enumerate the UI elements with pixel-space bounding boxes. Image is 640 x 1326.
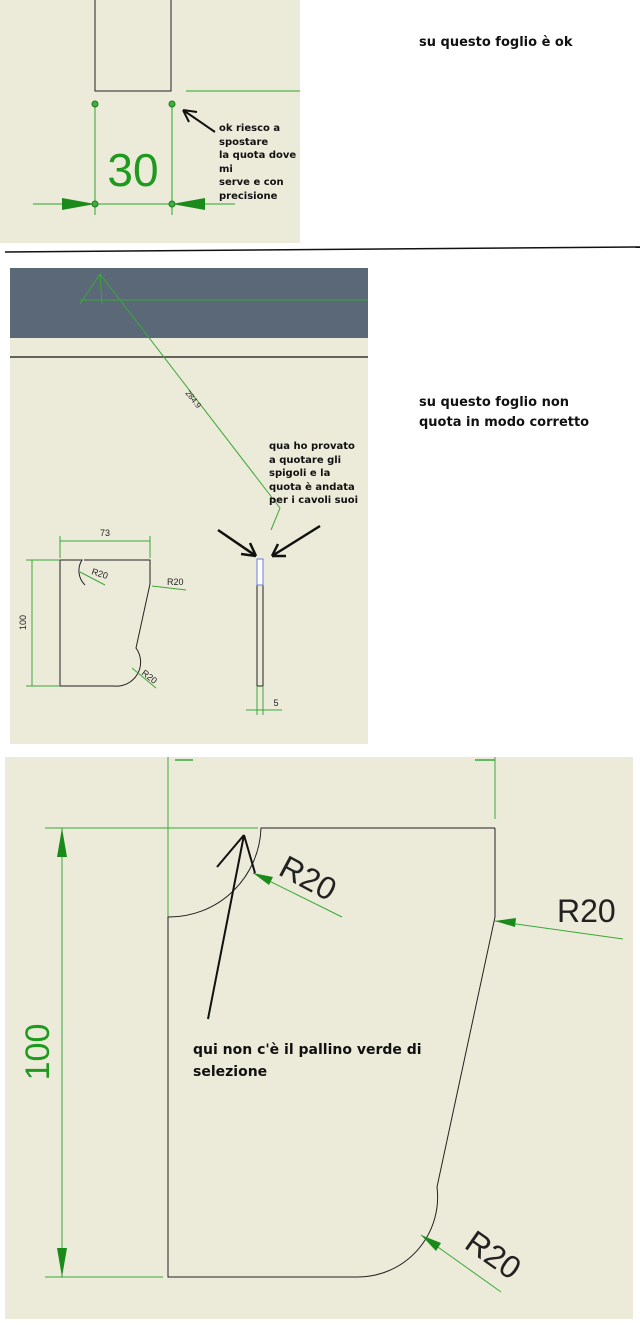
grip-handle[interactable] [91, 200, 99, 208]
arrow-icon [207, 834, 256, 1020]
drawing-canvas-middle[interactable]: 284.9 73 100 R20 R20 R20 5 [10, 268, 368, 744]
dimension-arrow-left [62, 198, 95, 210]
part-outline [94, 0, 172, 92]
dimension-value[interactable]: 30 [107, 144, 158, 196]
height-dimension-value[interactable]: 100 [19, 1024, 57, 1081]
radius-label[interactable]: R20 [140, 668, 159, 686]
height-dimension-value[interactable]: 100 [18, 615, 28, 630]
drawing-canvas-top[interactable]: 30 [0, 0, 300, 243]
dimension-arrow-top [57, 828, 67, 857]
toolbar-band [10, 268, 368, 338]
annotation-panel3: qui non c'è il pallino verde di selezion… [193, 1042, 422, 1080]
annotation-panel1: ok riesco a spostare la quota dove mi se… [219, 123, 297, 202]
radius-leader [494, 920, 624, 940]
radius-label[interactable]: R20 [167, 577, 184, 587]
radius-label[interactable]: R20 [274, 848, 343, 907]
radius-label[interactable]: R20 [557, 893, 616, 929]
note-sheet-not-ok: su questo foglio non quota in modo corre… [419, 395, 590, 430]
dimension-arrow-right [172, 198, 205, 210]
selected-edge[interactable] [256, 558, 264, 586]
thickness-dimension-value[interactable]: 5 [273, 698, 278, 708]
radius-label[interactable]: R20 [459, 1223, 528, 1286]
arrow-icon [182, 109, 216, 133]
cad-viewport-middle[interactable]: 284.9 73 100 R20 R20 R20 5 qua ho provat… [10, 268, 368, 744]
part-profile [167, 827, 496, 1278]
diagonal-dimension-value[interactable]: 284.9 [183, 389, 203, 411]
cad-viewport-bottom[interactable]: 100 R20 R20 R20 qui non c'è il pallino v… [5, 757, 633, 1319]
grip-handle[interactable] [168, 200, 176, 208]
arrow-icon [217, 528, 258, 558]
grip-handle[interactable] [91, 100, 99, 108]
dimension-arrow-bottom [57, 1248, 67, 1277]
separator [4, 246, 640, 253]
width-dimension-value[interactable]: 73 [100, 528, 110, 538]
note-sheet-ok: su questo foglio è ok [419, 35, 573, 50]
cad-viewport-top[interactable]: 30 ok riesco a spostare la quota dove mi… [0, 0, 300, 243]
annotation-panel2: qua ho provato a quotare gli spigoli e l… [269, 441, 359, 506]
part-profile [59, 559, 151, 687]
grip-handle[interactable] [168, 100, 176, 108]
drawing-canvas-bottom[interactable]: 100 R20 R20 R20 [5, 757, 633, 1319]
dimension-line-diagonal [99, 273, 281, 509]
arrow-icon [270, 524, 321, 558]
radius-label[interactable]: R20 [90, 566, 109, 581]
